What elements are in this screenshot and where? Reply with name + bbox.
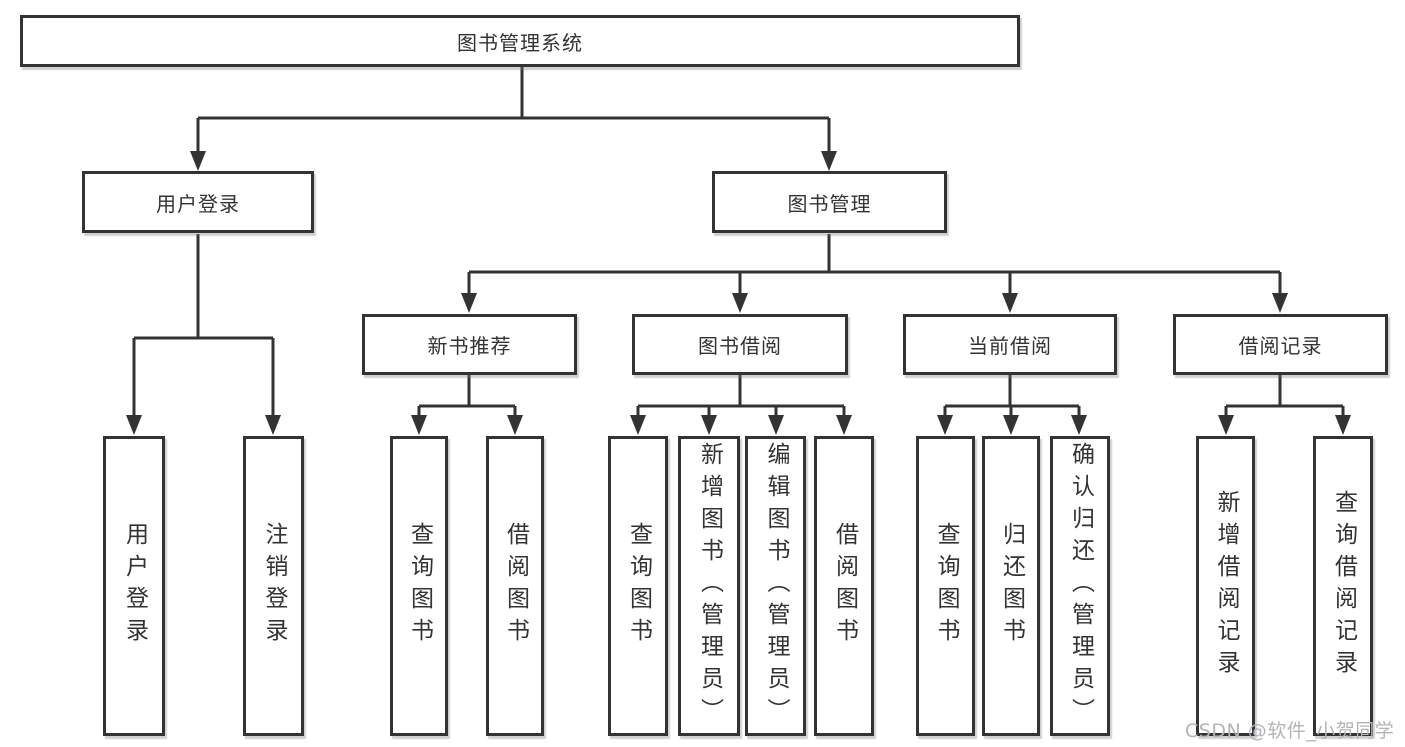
node-user-login: 用户登录: [82, 171, 314, 233]
node-borrow-records: 借阅记录: [1173, 314, 1388, 375]
leaf-borrow-books: 借阅图书: [814, 436, 874, 736]
leaf-add-books-admin: 新增图书（管理员）: [678, 436, 740, 736]
leaf-user-login: 用户登录: [103, 436, 165, 736]
node-book-management: 图书管理: [712, 171, 947, 233]
node-book-borrow: 图书借阅: [632, 314, 848, 375]
node-new-book-recommend: 新书推荐: [362, 314, 577, 375]
leaf-add-borrow-record: 新增借阅记录: [1196, 436, 1255, 736]
node-current-borrow: 当前借阅: [903, 314, 1117, 375]
arrowheads: [126, 151, 1351, 435]
leaf-confirm-return-admin: 确认归还（管理员）: [1050, 436, 1110, 736]
csdn-watermark: CSDN @软件_小贺同学: [1185, 720, 1395, 742]
leaf-query-borrow-record: 查询借阅记录: [1313, 436, 1373, 736]
leaf-query-books-borrow: 查询图书: [608, 436, 668, 736]
leaf-logout: 注销登录: [243, 436, 304, 736]
leaf-borrow-books-recommend: 借阅图书: [486, 436, 544, 736]
leaf-return-books: 归还图书: [982, 436, 1040, 736]
node-library-system: 图书管理系统: [20, 15, 1020, 67]
leaf-query-books-recommend: 查询图书: [390, 436, 448, 736]
leaf-query-books-current: 查询图书: [916, 436, 975, 736]
leaf-edit-books-admin: 编辑图书（管理员）: [745, 436, 806, 736]
